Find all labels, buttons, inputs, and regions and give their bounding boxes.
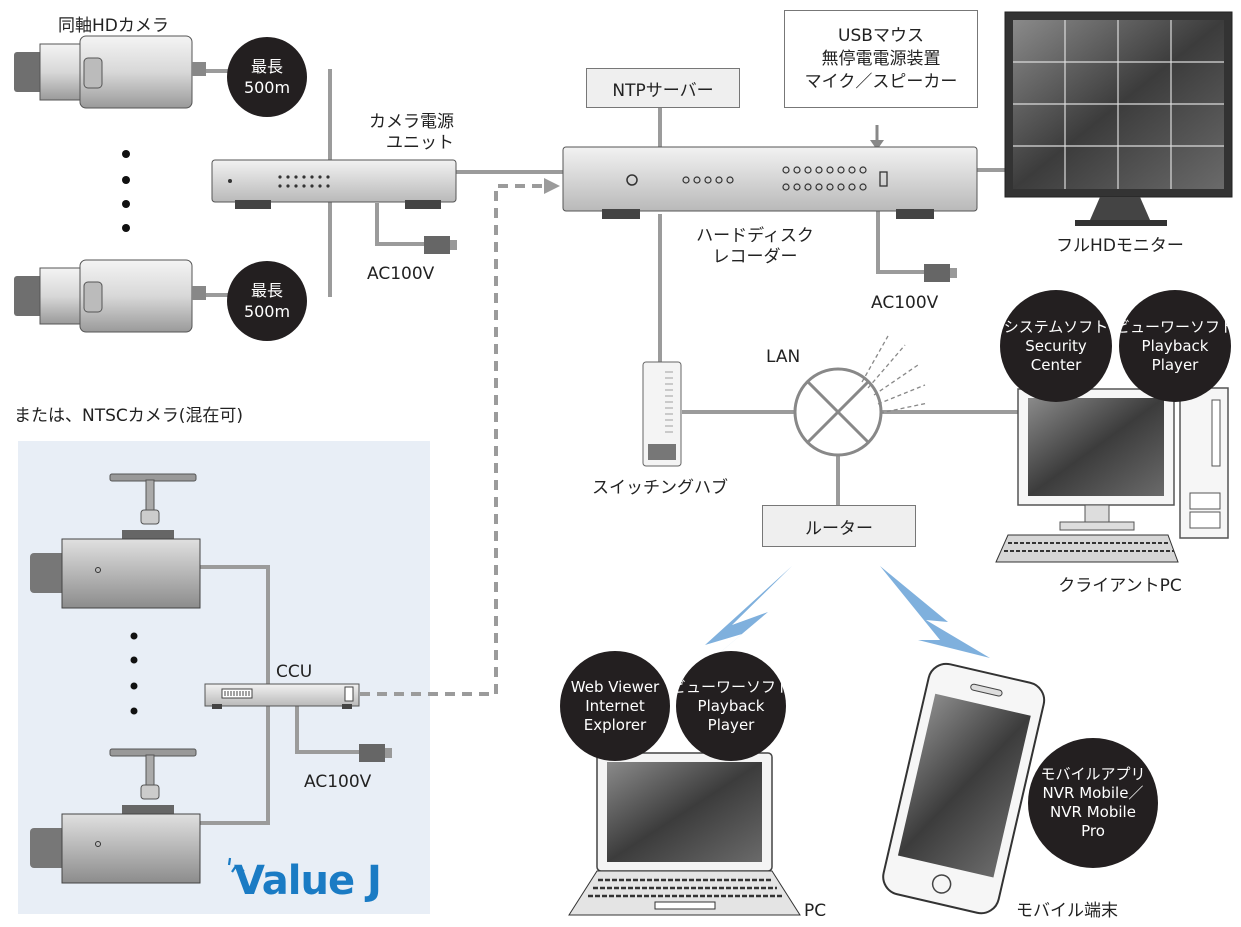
client-pc-label: クライアントPC (1058, 576, 1182, 596)
ntsc-camera-2 (30, 748, 201, 884)
router-box: ルーター (762, 505, 916, 547)
ccu-label: CCU (276, 662, 313, 682)
peripherals-box: USBマウス 無停電電源装置 マイク／スピーカー (784, 10, 978, 108)
brand-logo: Value J (234, 858, 382, 904)
max-length-badge-2: 最長 500m (227, 261, 307, 341)
line-ccu-recorder-dashed (360, 184, 548, 696)
connection-lines (190, 69, 1020, 825)
laptop-pc (568, 752, 801, 916)
brand-sparkle (227, 857, 245, 875)
web-viewer-badge: Web Viewer Internet Explorer (560, 651, 670, 761)
ac-power-label-2: AC100V (871, 293, 939, 313)
mobile-app-line-3: NVR Mobile (1050, 803, 1136, 821)
peripherals-label-3: マイク／スピーカー (804, 71, 958, 92)
line-badge2-psu (328, 180, 332, 297)
system-soft-line-1: システムソフト (1003, 317, 1109, 336)
ntsc-camera-label: または、NTSCカメラ(混在可) (14, 406, 244, 426)
hdd-recorder-label-2: レコーダー (712, 247, 798, 267)
coax-camera-label: 同軸HDカメラ (58, 16, 169, 36)
fullhd-monitor-label: フルHDモニター (1056, 236, 1184, 256)
web-viewer-line-3: Explorer (583, 715, 647, 734)
web-viewer-line-1: Web Viewer (570, 677, 660, 696)
peripherals-label-2: 無停電電源装置 (821, 48, 941, 69)
viewer-soft-2-line-2: Playback (697, 696, 765, 715)
line-ccu-ac (295, 705, 360, 754)
viewer-soft-1-line-1: ビューワーソフト (1115, 317, 1236, 336)
hd-camera-ellipsis (122, 150, 130, 232)
line-recorder-ac (876, 210, 925, 274)
ccu-device (204, 683, 360, 709)
mobile-app-line-4: Pro (1081, 822, 1105, 840)
viewer-soft-badge-2: ビューワーソフト Playback Player (671, 651, 791, 761)
line-psu-ac (375, 203, 425, 246)
mobile-label: モバイル端末 (1016, 901, 1118, 921)
wireless-bolt-left (685, 566, 792, 682)
mobile-app-badge: モバイルアプリ NVR Mobile／ NVR Mobile Pro (1028, 738, 1158, 868)
wireless-bolt-right (880, 566, 990, 658)
viewer-soft-2-line-3: Player (707, 715, 755, 734)
switching-hub-device (642, 361, 682, 467)
plug-1 (424, 236, 457, 254)
router-label: ルーター (805, 518, 873, 539)
max-length-badge-1-line-1: 最長 (250, 57, 283, 76)
mobile-app-line-1: モバイルアプリ (1040, 765, 1146, 783)
camera-power-unit-label-1: カメラ電源 (369, 112, 454, 132)
camera-power-unit-label-2: ユニット (386, 133, 454, 153)
client-pc (995, 387, 1229, 563)
viewer-soft-2-line-1: ビューワーソフト (671, 677, 792, 696)
plug-2 (924, 264, 957, 282)
line-ntsc2-ccu (200, 690, 270, 825)
web-viewer-line-2: Internet (585, 696, 645, 715)
pc-label: PC (804, 901, 827, 921)
max-length-badge-1: 最長 500m (227, 37, 307, 117)
ntp-server-label: NTPサーバー (612, 80, 714, 101)
max-length-badge-1-line-2: 500m (243, 78, 291, 97)
fullhd-monitor (1004, 11, 1233, 226)
mobile-app-line-2: NVR Mobile／ (1042, 784, 1144, 802)
viewer-soft-badge-1: ビューワーソフト Playback Player (1115, 290, 1235, 402)
system-soft-badge: システムソフト Security Center (1000, 290, 1112, 402)
viewer-soft-1-line-3: Player (1151, 355, 1199, 374)
max-length-badge-2-line-1: 最長 (250, 281, 283, 300)
ac-power-label-1: AC100V (367, 264, 435, 284)
lan-symbol (793, 335, 929, 457)
system-soft-line-2: Security (1025, 336, 1087, 355)
hdd-recorder (562, 146, 978, 219)
line-ntsc1-ccu (200, 565, 270, 685)
switching-hub-label: スイッチングハブ (592, 478, 728, 498)
hd-camera-1 (14, 35, 206, 109)
ntp-server-box: NTPサーバー (586, 68, 740, 108)
hd-camera-2 (14, 259, 206, 333)
smartphone (882, 662, 1046, 915)
peripherals-label-1: USBマウス (838, 25, 924, 46)
max-length-badge-2-line-2: 500m (243, 302, 291, 321)
system-soft-line-3: Center (1030, 355, 1082, 374)
hdd-recorder-label-1: ハードディスク (696, 226, 814, 246)
ntsc-camera-ellipsis (130, 632, 138, 715)
ac-power-label-3: AC100V (304, 772, 372, 792)
viewer-soft-1-line-2: Playback (1141, 336, 1209, 355)
plug-3 (359, 744, 392, 762)
camera-power-unit (211, 159, 457, 209)
ntsc-camera-1 (30, 473, 201, 609)
lan-label: LAN (766, 347, 801, 367)
